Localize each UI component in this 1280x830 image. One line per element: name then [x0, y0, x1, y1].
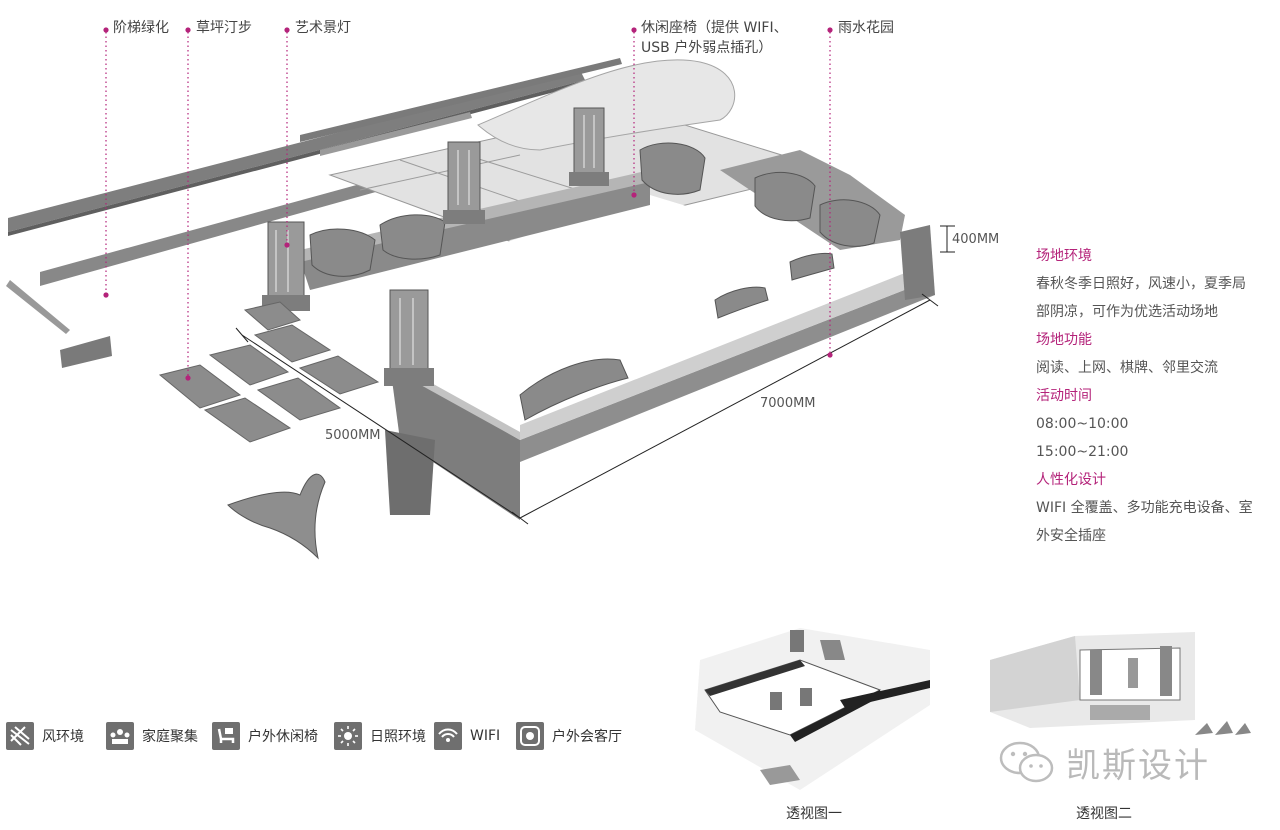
legend-item-wind: 风环境	[6, 720, 84, 752]
info-text-design-2: 外安全插座	[1036, 528, 1106, 544]
dimension-height-label: 400MM	[952, 232, 1000, 247]
legend-label-wind: 风环境	[42, 729, 84, 745]
dimension-lines	[235, 225, 955, 525]
info-text-environment-2: 部阴凉，可作为优选活动场地	[1036, 304, 1218, 320]
info-heading-activity-time: 活动时间	[1036, 388, 1092, 404]
callout-leisure-seating-line1: 休闲座椅（提供 WIFI、	[641, 20, 788, 36]
info-heading-humanized-design: 人性化设计	[1036, 472, 1106, 488]
perspective-view-2	[990, 632, 1251, 735]
wind-icon	[6, 722, 34, 750]
info-heading-function: 场地功能	[1036, 332, 1092, 348]
front-wall	[390, 365, 520, 520]
info-text-function: 阅读、上网、棋牌、邻里交流	[1036, 360, 1218, 376]
legend-label-outdoor-lounge: 户外会客厅	[552, 729, 622, 745]
outdoor-lounge-icon	[516, 722, 544, 750]
legend-label-wifi: WIFI	[470, 728, 501, 744]
legend-item-family-gathering: 家庭聚集	[106, 720, 198, 752]
wifi-icon	[434, 722, 462, 750]
info-text-time-afternoon: 15:00~21:00	[1036, 444, 1129, 460]
callout-stepped-planting: 阶梯绿化	[113, 20, 169, 36]
lawn-stepping-stones	[158, 301, 380, 443]
site-info-panel: 场地环境 春秋冬季日照好，风速小，夏季局 部阴凉，可作为优选活动场地 场地功能 …	[1036, 242, 1266, 550]
legend-item-leisure-chair: 户外休闲椅	[212, 720, 318, 752]
info-text-time-morning: 08:00~10:00	[1036, 416, 1129, 432]
callout-art-lamps: 艺术景灯	[295, 20, 351, 36]
wechat-icon	[999, 741, 1054, 782]
info-text-environment-1: 春秋冬季日照好，风速小，夏季局	[1036, 276, 1246, 292]
view-caption-2: 透视图二	[1076, 806, 1132, 822]
dimension-length-label: 7000MM	[760, 396, 816, 411]
court-floor	[330, 195, 930, 440]
info-heading-environment: 场地环境	[1036, 248, 1092, 264]
family-gathering-icon	[106, 722, 134, 750]
watermark: 凯斯设计	[998, 738, 1210, 787]
info-text-design-1: WIFI 全覆盖、多功能充电设备、室	[1036, 500, 1253, 516]
callout-leaders	[105, 32, 831, 378]
sun-icon	[334, 722, 362, 750]
art-lamp-columns	[262, 107, 609, 386]
perspective-view-1	[695, 628, 930, 790]
legend-label-sunlight: 日照环境	[370, 729, 426, 745]
legend-label-family-gathering: 家庭聚集	[142, 729, 198, 745]
watermark-text: 凯斯设计	[1066, 746, 1210, 786]
canopy-sail	[477, 59, 736, 151]
legend-item-wifi: WIFI	[434, 720, 500, 752]
legend-item-outdoor-lounge: 户外会客厅	[516, 720, 622, 752]
leisure-chair-icon	[212, 722, 240, 750]
back-wall	[300, 180, 650, 290]
view-caption-1: 透视图一	[786, 806, 842, 822]
callout-lawn-stepping-stones: 草坪汀步	[196, 20, 252, 36]
dimension-width-label: 5000MM	[325, 428, 381, 443]
right-wall	[520, 280, 935, 462]
front-column-shadow	[385, 430, 435, 515]
callout-leisure-seating-line2: USB 户外弱点插孔）	[641, 40, 773, 56]
sculpture-fragment	[227, 473, 326, 560]
legend-item-sunlight: 日照环境	[334, 720, 426, 752]
legend-label-leisure-chair: 户外休闲椅	[248, 729, 318, 745]
callout-rain-garden: 雨水花园	[838, 20, 894, 36]
callout-dots	[103, 27, 833, 381]
